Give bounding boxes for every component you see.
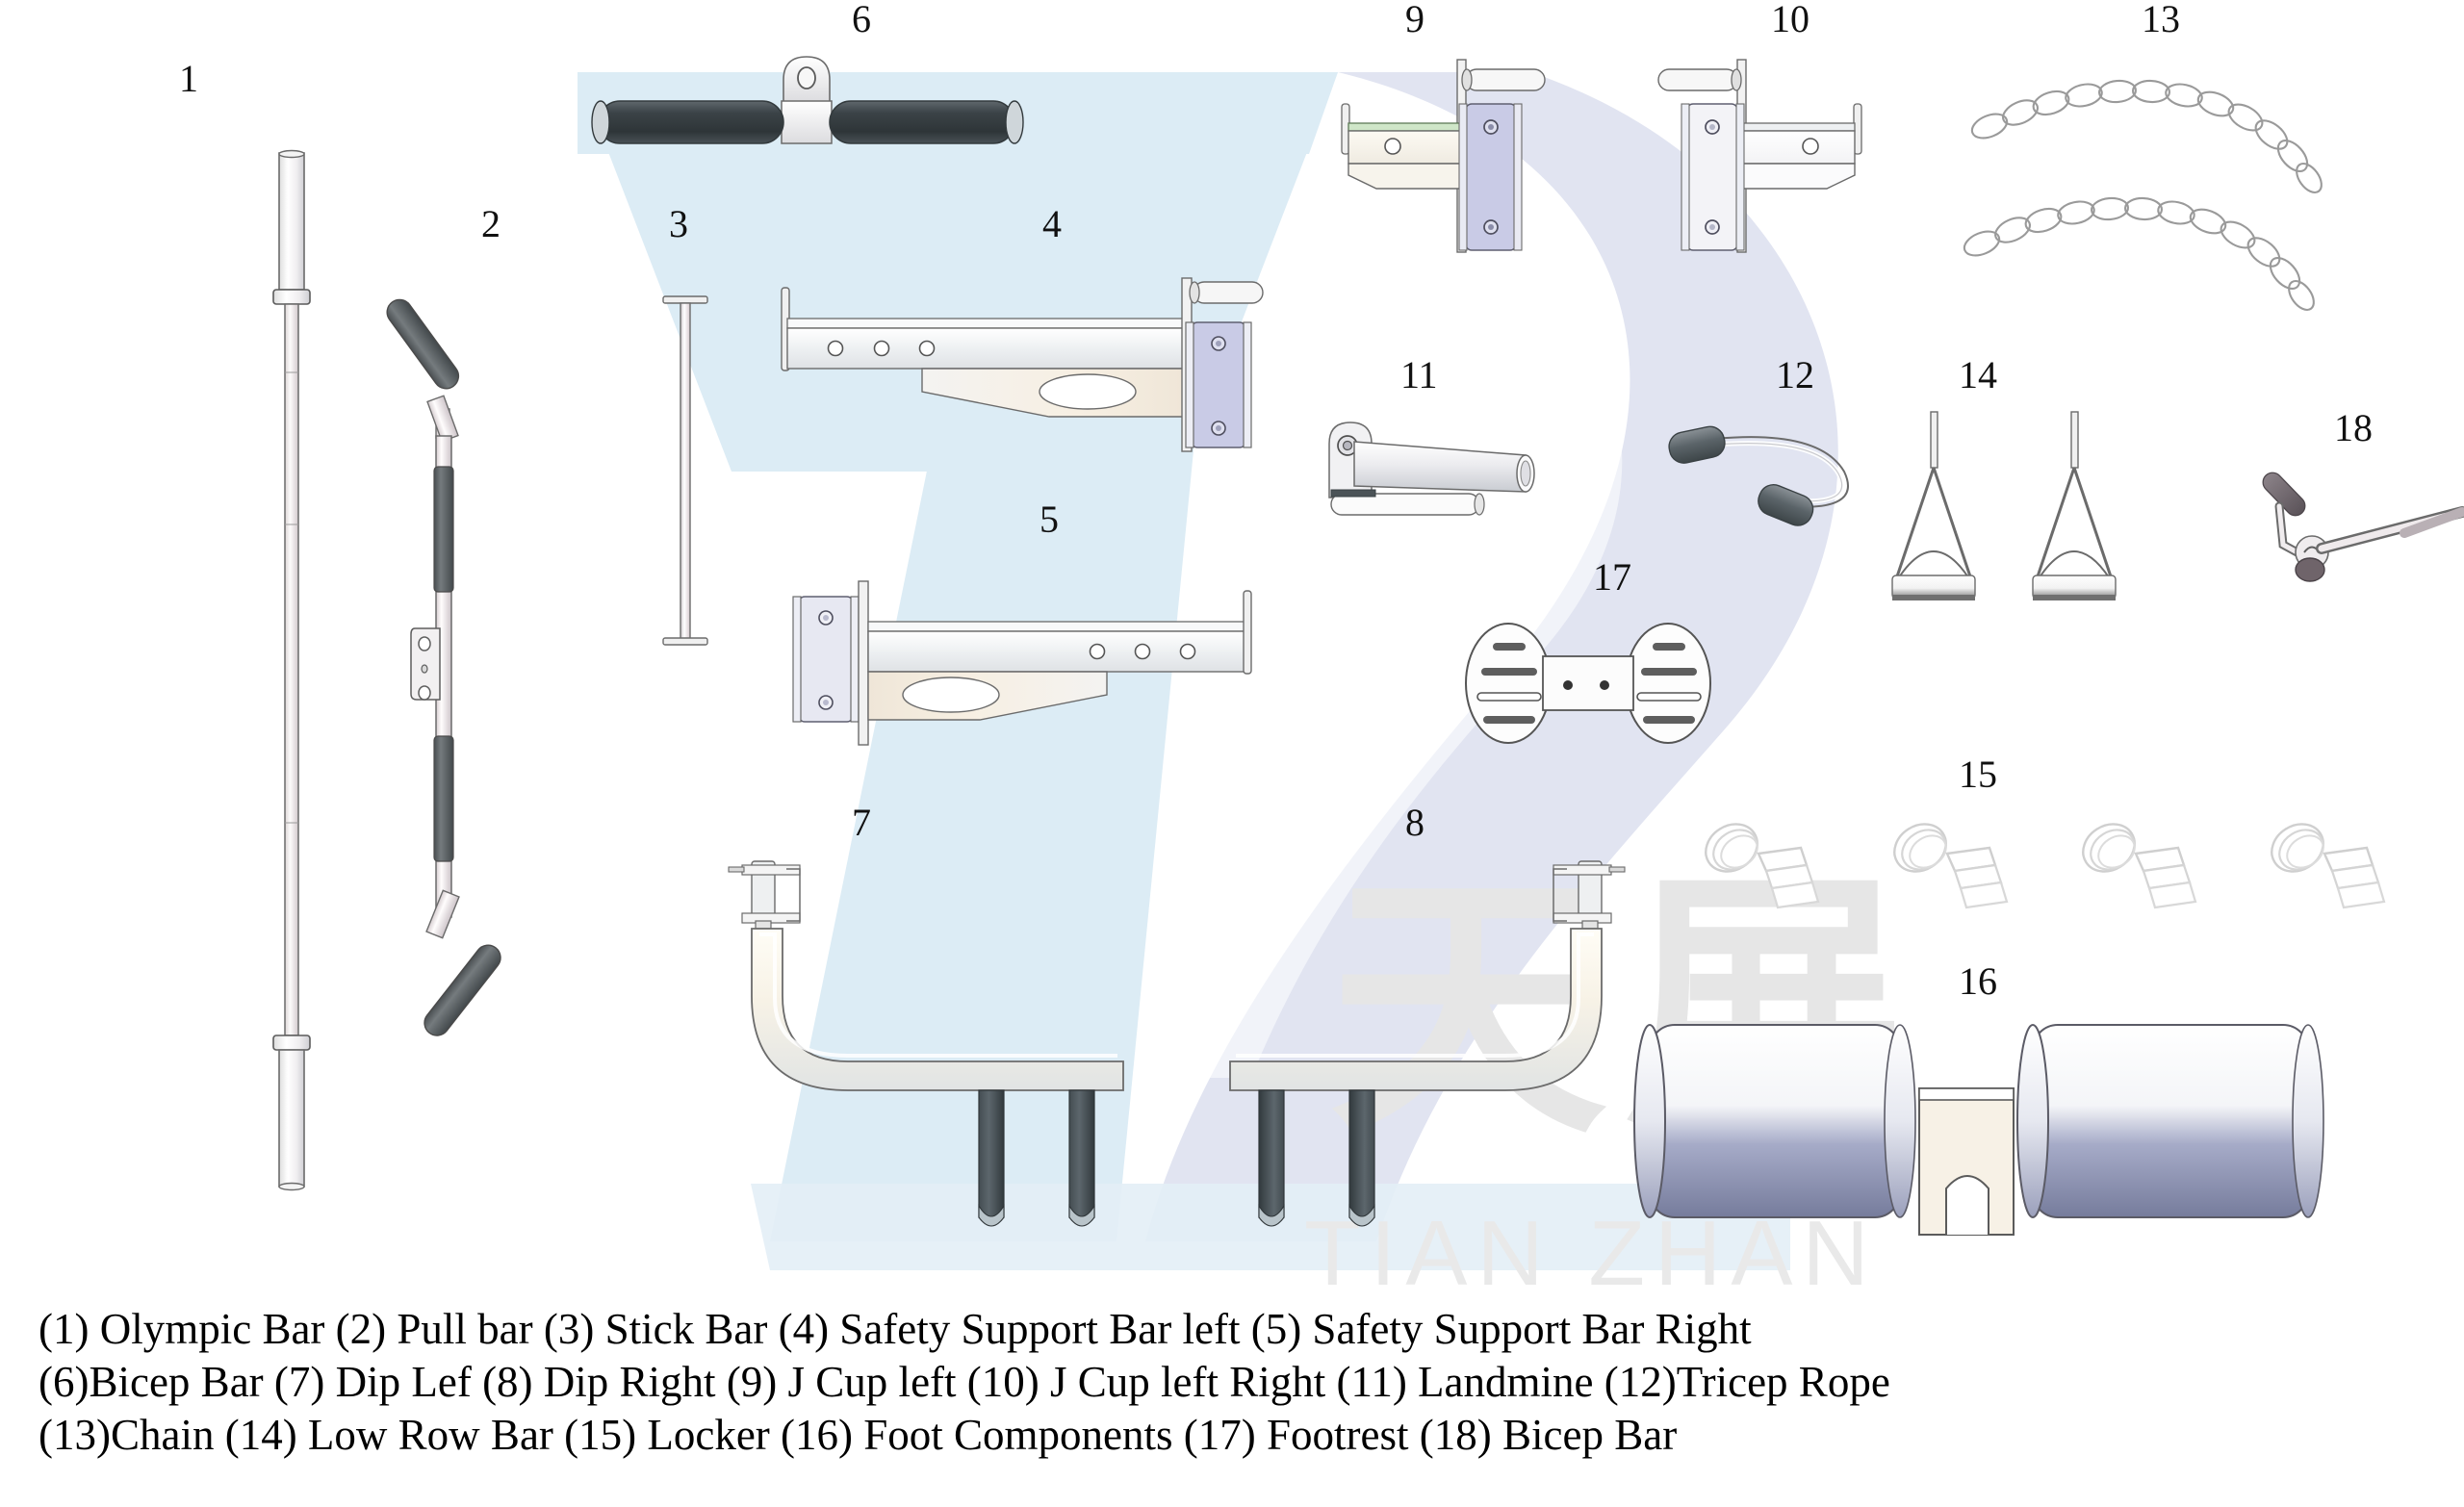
part-j-cup-right bbox=[1636, 48, 1886, 279]
part-foot-components bbox=[1633, 996, 2348, 1246]
callout-number-2: 2 bbox=[481, 202, 500, 245]
callout-number-9: 9 bbox=[1405, 0, 1424, 40]
caption-line-2: (6)Bicep Bar (7) Dip Lef (8) Dip Right (… bbox=[38, 1358, 1890, 1407]
part-tricep-rope bbox=[1665, 414, 1877, 529]
callout-number-18: 18 bbox=[2334, 406, 2373, 449]
part-bicep-bar bbox=[587, 53, 1068, 159]
part-safety-support-bar-left bbox=[770, 274, 1270, 505]
callout-number-6: 6 bbox=[852, 0, 871, 40]
callout-number-10: 10 bbox=[1771, 0, 1810, 40]
part-dip-left bbox=[727, 852, 1160, 1246]
callout-number-13: 13 bbox=[2142, 0, 2180, 40]
part-j-cup-left bbox=[1317, 48, 1567, 279]
part-chain bbox=[1963, 53, 2430, 312]
callout-number-5: 5 bbox=[1040, 498, 1059, 541]
callout-number-1: 1 bbox=[179, 57, 198, 100]
callout-number-12: 12 bbox=[1776, 353, 1814, 396]
part-dip-right bbox=[1194, 852, 1627, 1246]
part-stick-bar bbox=[659, 294, 713, 650]
parts-legend-caption: (1) Olympic Bar (2) Pull bar (3) Stick B… bbox=[0, 1304, 2464, 1463]
part-low-row-bar bbox=[1886, 404, 2175, 626]
part-bicep-bar-18 bbox=[2260, 452, 2464, 597]
part-locker bbox=[1695, 813, 2459, 929]
part-olympic-bar bbox=[258, 149, 325, 1217]
callout-number-16: 16 bbox=[1959, 959, 1997, 1003]
callout-number-11: 11 bbox=[1400, 353, 1438, 396]
callout-number-17: 17 bbox=[1593, 555, 1631, 599]
callout-number-15: 15 bbox=[1959, 753, 1997, 796]
callout-number-7: 7 bbox=[852, 801, 871, 844]
caption-line-3: (13)Chain (14) Low Row Bar (15) Locker (… bbox=[38, 1411, 1678, 1460]
part-safety-support-bar-right bbox=[780, 568, 1280, 799]
part-footrest bbox=[1458, 616, 1718, 751]
part-pull-bar bbox=[386, 274, 602, 1083]
part-landmine bbox=[1323, 409, 1612, 524]
caption-line-1: (1) Olympic Bar (2) Pull bar (3) Stick B… bbox=[38, 1305, 1752, 1353]
callout-number-3: 3 bbox=[669, 202, 688, 245]
callout-number-8: 8 bbox=[1405, 801, 1424, 844]
callout-number-14: 14 bbox=[1959, 353, 1997, 396]
callout-number-4: 4 bbox=[1042, 202, 1062, 245]
